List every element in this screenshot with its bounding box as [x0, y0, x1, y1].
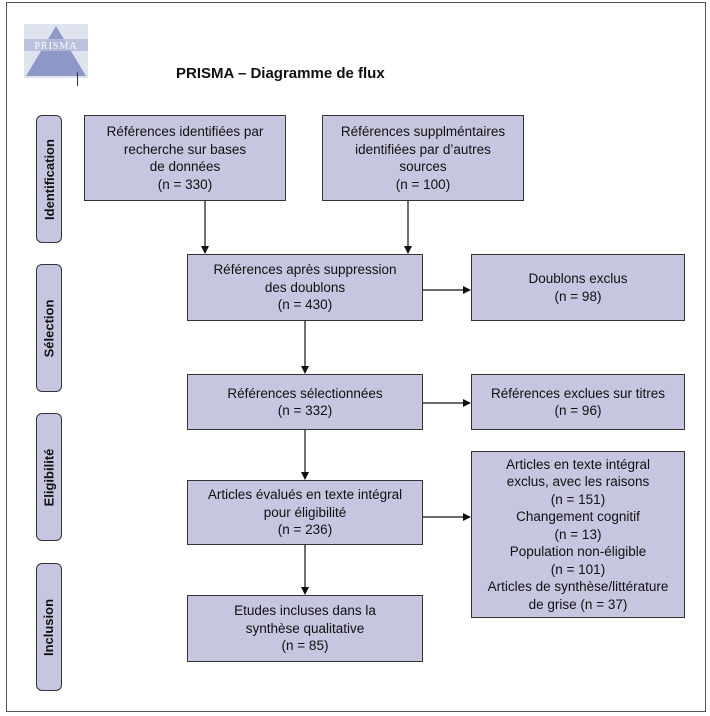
- exclusion-count: (n = 101): [550, 561, 606, 577]
- box-count: (n = 96): [554, 403, 602, 418]
- box-text: Etudes incluses dans la: [234, 603, 376, 619]
- logo-text: PRISMA: [34, 41, 77, 52]
- box-count: (n = 330): [157, 176, 213, 192]
- diagram-frame: [6, 2, 706, 712]
- box-text: Doublons exclus: [528, 271, 628, 286]
- page-title: PRISMA – Diagramme de flux: [176, 65, 385, 82]
- exclusion-reason: Articles de synthèse/littérature: [487, 579, 669, 595]
- box-after-duplicates: Références après suppression des doublon…: [187, 254, 423, 321]
- box-count: (n = 100): [395, 176, 451, 192]
- box-text: Références sélectionnées: [227, 385, 383, 401]
- box-text: Articles en texte intégral: [505, 456, 651, 472]
- box-text: Références supplméntaires: [340, 124, 506, 139]
- box-fulltext-excluded: Articles en texte intégral exclus, avec …: [471, 451, 685, 618]
- exclusion-count: (n = 13): [554, 526, 602, 542]
- exclusion-reason: Population non-éligible: [509, 544, 647, 560]
- box-text: exclus, avec les raisons: [506, 474, 650, 490]
- box-text: Références identifiées par: [106, 124, 264, 139]
- box-text: synthèse qualitative: [245, 620, 365, 636]
- box-other-sources: Références supplméntaires identifiées pa…: [322, 115, 524, 201]
- box-text: Références après suppression: [213, 262, 397, 278]
- box-duplicates-excluded: Doublons exclus (n = 98): [471, 254, 685, 321]
- box-count: (n = 85): [281, 638, 329, 654]
- box-included: Etudes incluses dans la synthèse qualita…: [187, 595, 423, 662]
- box-database-records: Références identifiées par recherche sur…: [84, 115, 286, 201]
- box-count: (n = 430): [277, 297, 333, 313]
- box-text: Références exclues sur titres: [490, 385, 666, 401]
- box-count: (n = 332): [277, 403, 333, 418]
- exclusion-reason: Changement cognitif: [516, 509, 640, 525]
- stage-eligibility: Eligibilité: [36, 413, 62, 541]
- exclusion-count: de grise (n = 37): [528, 596, 628, 612]
- box-text: de données: [149, 159, 221, 174]
- box-text: pour éligibilité: [263, 504, 347, 520]
- stage-selection: Sélection: [36, 264, 62, 392]
- stage-inclusion: Inclusion: [36, 563, 62, 691]
- box-excluded-titles: Références exclues sur titres (n = 96): [471, 374, 685, 430]
- box-text: des doublons: [264, 279, 346, 295]
- box-screened: Références sélectionnées (n = 332): [187, 374, 423, 430]
- box-count: (n = 98): [554, 288, 602, 304]
- prisma-logo: PRISMA: [24, 24, 88, 78]
- box-fulltext-assessed: Articles évalués en texte intégral pour …: [187, 480, 423, 545]
- box-text: Articles évalués en texte intégral: [207, 487, 403, 503]
- box-text: identifiées par d’autres: [355, 141, 491, 157]
- box-text: recherche sur bases: [123, 141, 247, 157]
- logo-tick: [77, 72, 78, 86]
- box-count: (n = 236): [277, 522, 333, 538]
- box-count: (n = 151): [550, 491, 606, 507]
- stage-identification: Identification: [36, 115, 62, 243]
- box-text: sources: [399, 159, 447, 174]
